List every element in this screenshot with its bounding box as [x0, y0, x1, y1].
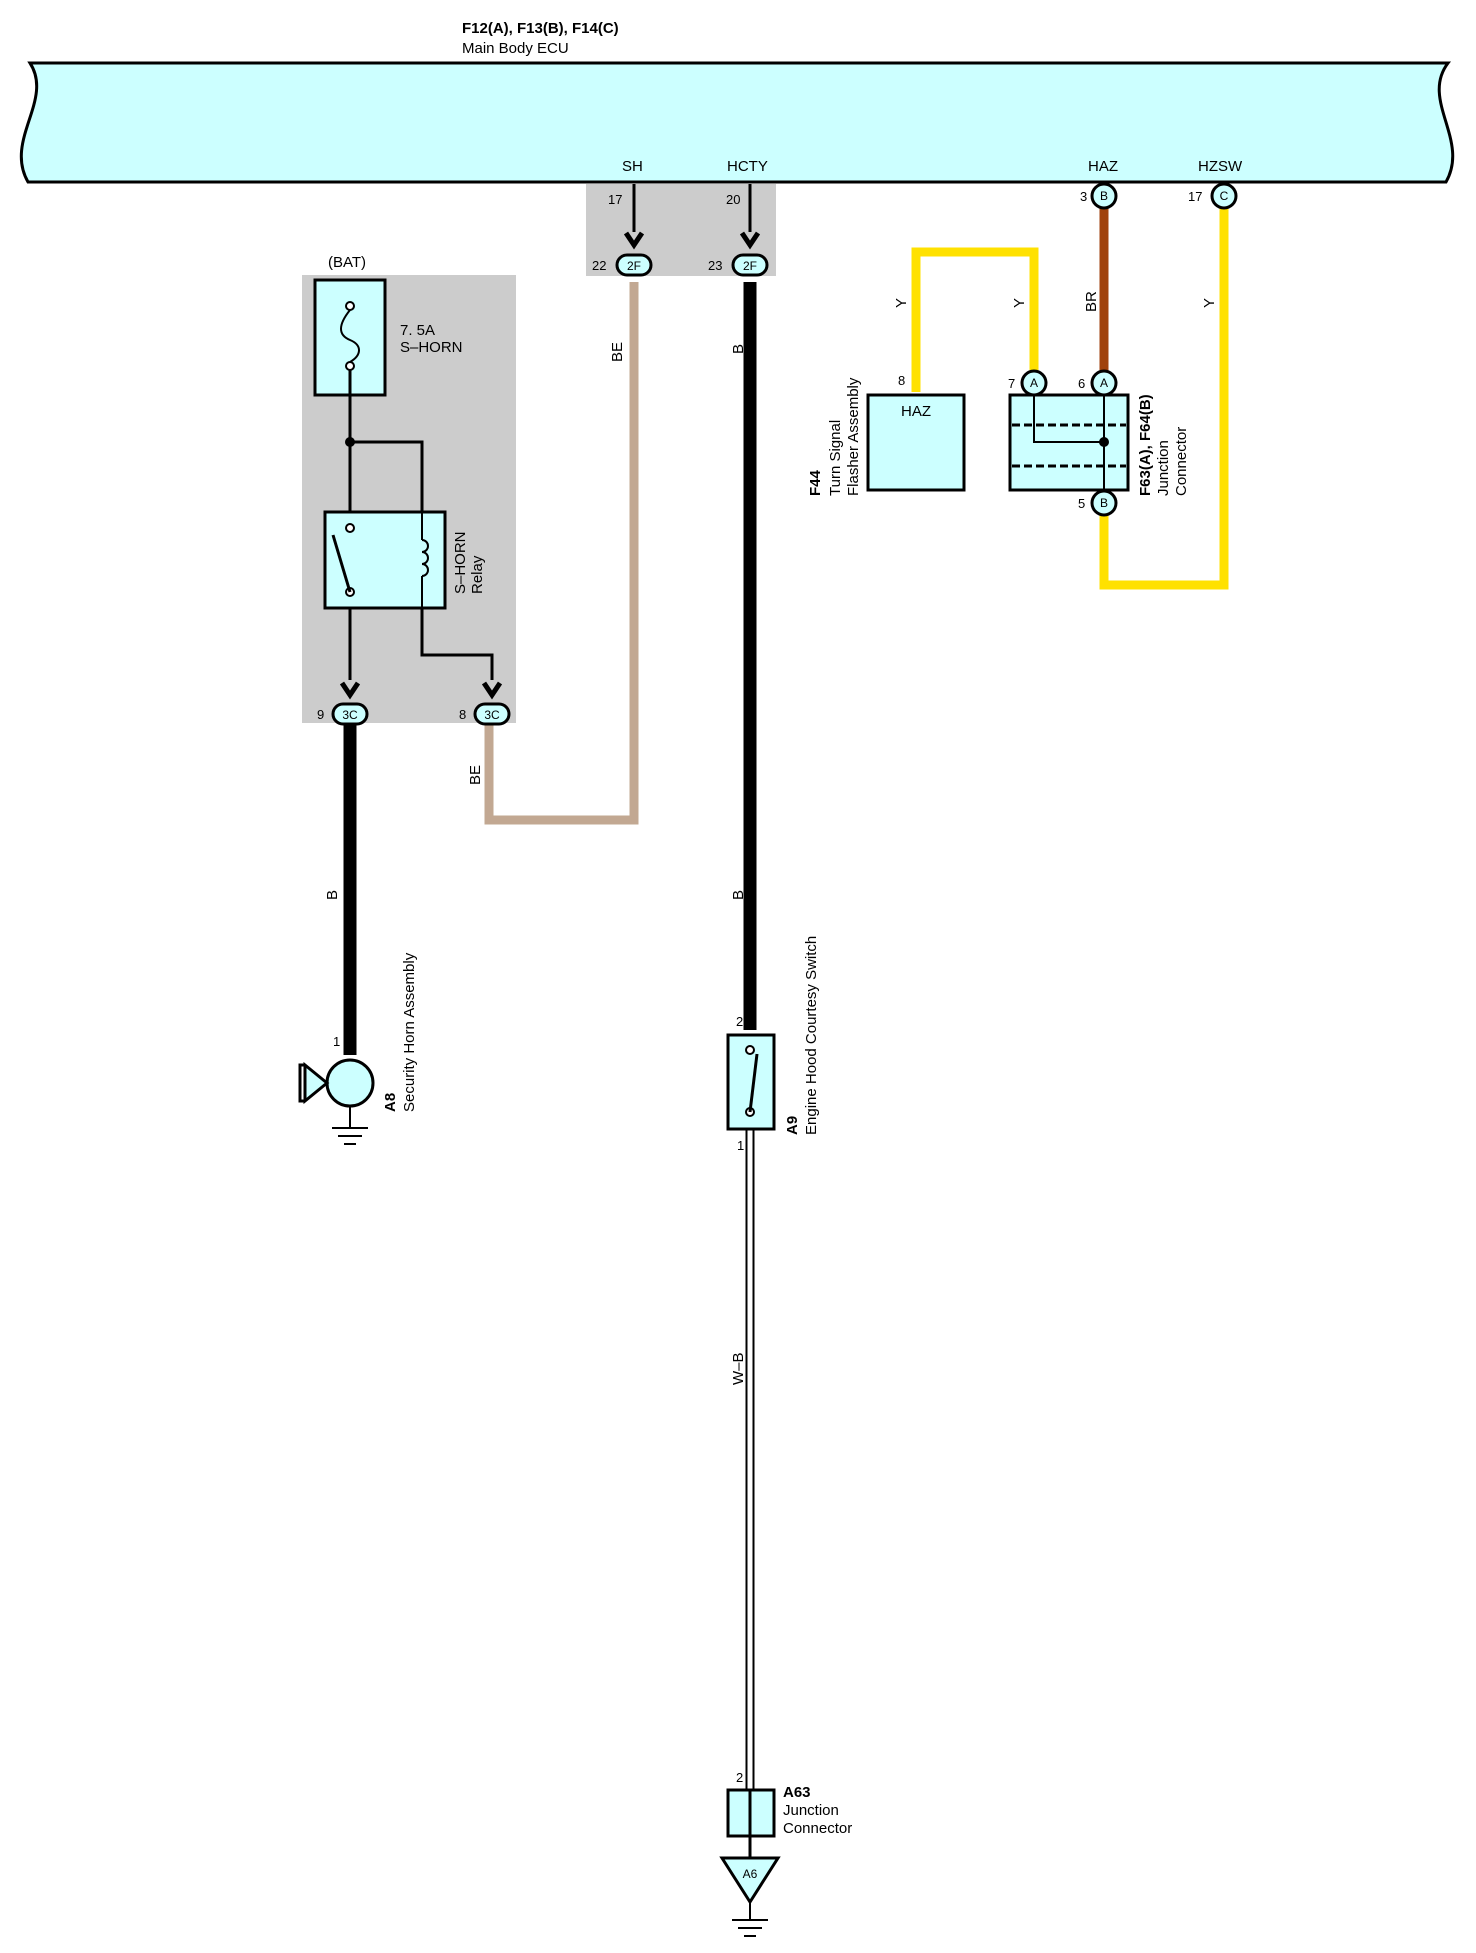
relay-word: Relay: [469, 555, 486, 594]
connector-3c-pin-9-code: 3C: [342, 708, 358, 722]
f63-line1: Junction: [1155, 440, 1172, 496]
switch-pin-1: 1: [737, 1138, 744, 1153]
ecu-pin-hcty-number: 20: [726, 192, 740, 207]
main-body-ecu[interactable]: F12(A), F13(B), F14(C) Main Body ECU SH …: [19, 20, 1455, 184]
f63-pin-b-5[interactable]: B: [1090, 489, 1118, 517]
wire-label-w-b: W–B: [730, 1352, 747, 1385]
connector-2f-sh-code: 2F: [627, 259, 641, 273]
connector-3c-pin-9-number: 9: [317, 707, 324, 722]
switch-pin-2: 2: [736, 1014, 743, 1029]
wire-yellow-flasher: [911, 247, 1039, 392]
connector-2f-sh[interactable]: 2F: [615, 231, 653, 277]
connector-3c-pin-8[interactable]: 3C: [473, 681, 511, 726]
switch-code: A9: [784, 1116, 801, 1135]
f63-pin-a-7-connector: A: [1030, 376, 1038, 390]
junction-connector-a63[interactable]: [726, 1788, 776, 1838]
connector-3c-pin-8-code: 3C: [484, 708, 500, 722]
relay-name: S–HORN: [452, 531, 469, 594]
ecu-name: Main Body ECU: [462, 40, 569, 57]
horn-name: Security Horn Assembly: [401, 952, 418, 1112]
wire-label-be-lower: BE: [467, 765, 484, 785]
horn-pin: 1: [333, 1034, 340, 1049]
turn-signal-flasher[interactable]: HAZ: [866, 393, 966, 492]
wire-label-br: BR: [1083, 291, 1100, 312]
a63-line2: Connector: [783, 1820, 852, 1837]
f63-pin-a-7-number: 7: [1008, 376, 1015, 391]
wire-label-y-flasher: Y: [893, 298, 910, 308]
ecu-terminal-hcty: HCTY: [727, 158, 768, 175]
connector-3c-pin-8-number: 8: [459, 707, 466, 722]
ecu-pin-haz-connector: B: [1100, 189, 1108, 203]
fuse-name: S–HORN: [400, 339, 463, 356]
ecu-terminal-hzsw: HZSW: [1198, 158, 1243, 175]
hood-courtesy-switch[interactable]: [726, 1033, 776, 1131]
switch-name: Engine Hood Courtesy Switch: [803, 936, 820, 1135]
relay-s-horn[interactable]: [323, 510, 447, 610]
security-horn[interactable]: [298, 1058, 375, 1108]
connector-2f-sh-pin: 22: [592, 258, 606, 273]
flasher-line2: Flasher Assembly: [845, 377, 862, 496]
ground-icon: [332, 1106, 368, 1145]
connector-2f-hcty[interactable]: 2F: [731, 231, 769, 277]
ecu-terminal-haz: HAZ: [1088, 158, 1118, 175]
wire-label-b-hcty-lower: B: [730, 890, 747, 900]
horn-code: A8: [382, 1093, 399, 1112]
f63-pin-a-6-number: 6: [1078, 376, 1085, 391]
flasher-code: F44: [807, 469, 824, 496]
f63-pin-a-6[interactable]: A: [1090, 369, 1118, 397]
ecu-pin-hzsw[interactable]: C: [1210, 182, 1238, 210]
wire-label-y-junction: Y: [1011, 298, 1028, 308]
ecu-body: [19, 61, 1455, 184]
flasher-line1: Turn Signal: [827, 420, 844, 496]
ground-icon-a6: [732, 1902, 768, 1937]
ecu-pin-sh-number: 17: [608, 192, 622, 207]
connector-3c-pin-9[interactable]: 3C: [331, 681, 369, 726]
f63-pin-a-6-connector: A: [1100, 376, 1108, 390]
wire-label-y-hzsw: Y: [1201, 298, 1218, 308]
a63-code: A63: [783, 1784, 811, 1801]
f63-line2: Connector: [1173, 427, 1190, 496]
ecu-connector-codes: F12(A), F13(B), F14(C): [462, 20, 619, 37]
f63-pin-b-5-connector: B: [1100, 496, 1108, 510]
f63-pin-b-5-number: 5: [1078, 496, 1085, 511]
ecu-pin-hzsw-connector: C: [1220, 189, 1229, 203]
bat-label: (BAT): [328, 254, 366, 271]
connector-2f-hcty-pin: 23: [708, 258, 722, 273]
wire-sh-beige: [484, 184, 639, 825]
wire-label-b-horn: B: [324, 890, 341, 900]
f63-pin-a-7[interactable]: A: [1020, 369, 1048, 397]
junction-connector-f63[interactable]: [1008, 393, 1130, 492]
wire-yellow-hzsw: [1099, 206, 1229, 590]
ecu-pin-haz[interactable]: B: [1090, 182, 1118, 210]
ecu-terminal-sh: SH: [622, 158, 643, 175]
flasher-terminal: HAZ: [901, 403, 931, 420]
relay-circuit: [345, 370, 494, 680]
f63-codes: F63(A), F64(B): [1137, 394, 1154, 496]
a63-pin: 2: [736, 1770, 743, 1785]
ground-a6[interactable]: A6: [719, 1836, 781, 1905]
ecu-pin-haz-number: 3: [1080, 189, 1087, 204]
ecu-pin-hzsw-number: 17: [1188, 189, 1202, 204]
a63-line1: Junction: [783, 1802, 839, 1819]
fuse-rating: 7. 5A: [400, 322, 435, 339]
wire-label-b-hcty: B: [730, 344, 747, 354]
ground-a6-label: A6: [743, 1867, 758, 1881]
connector-2f-hcty-code: 2F: [743, 259, 757, 273]
wire-label-be-upper: BE: [609, 342, 626, 362]
flasher-pin: 8: [898, 373, 905, 388]
